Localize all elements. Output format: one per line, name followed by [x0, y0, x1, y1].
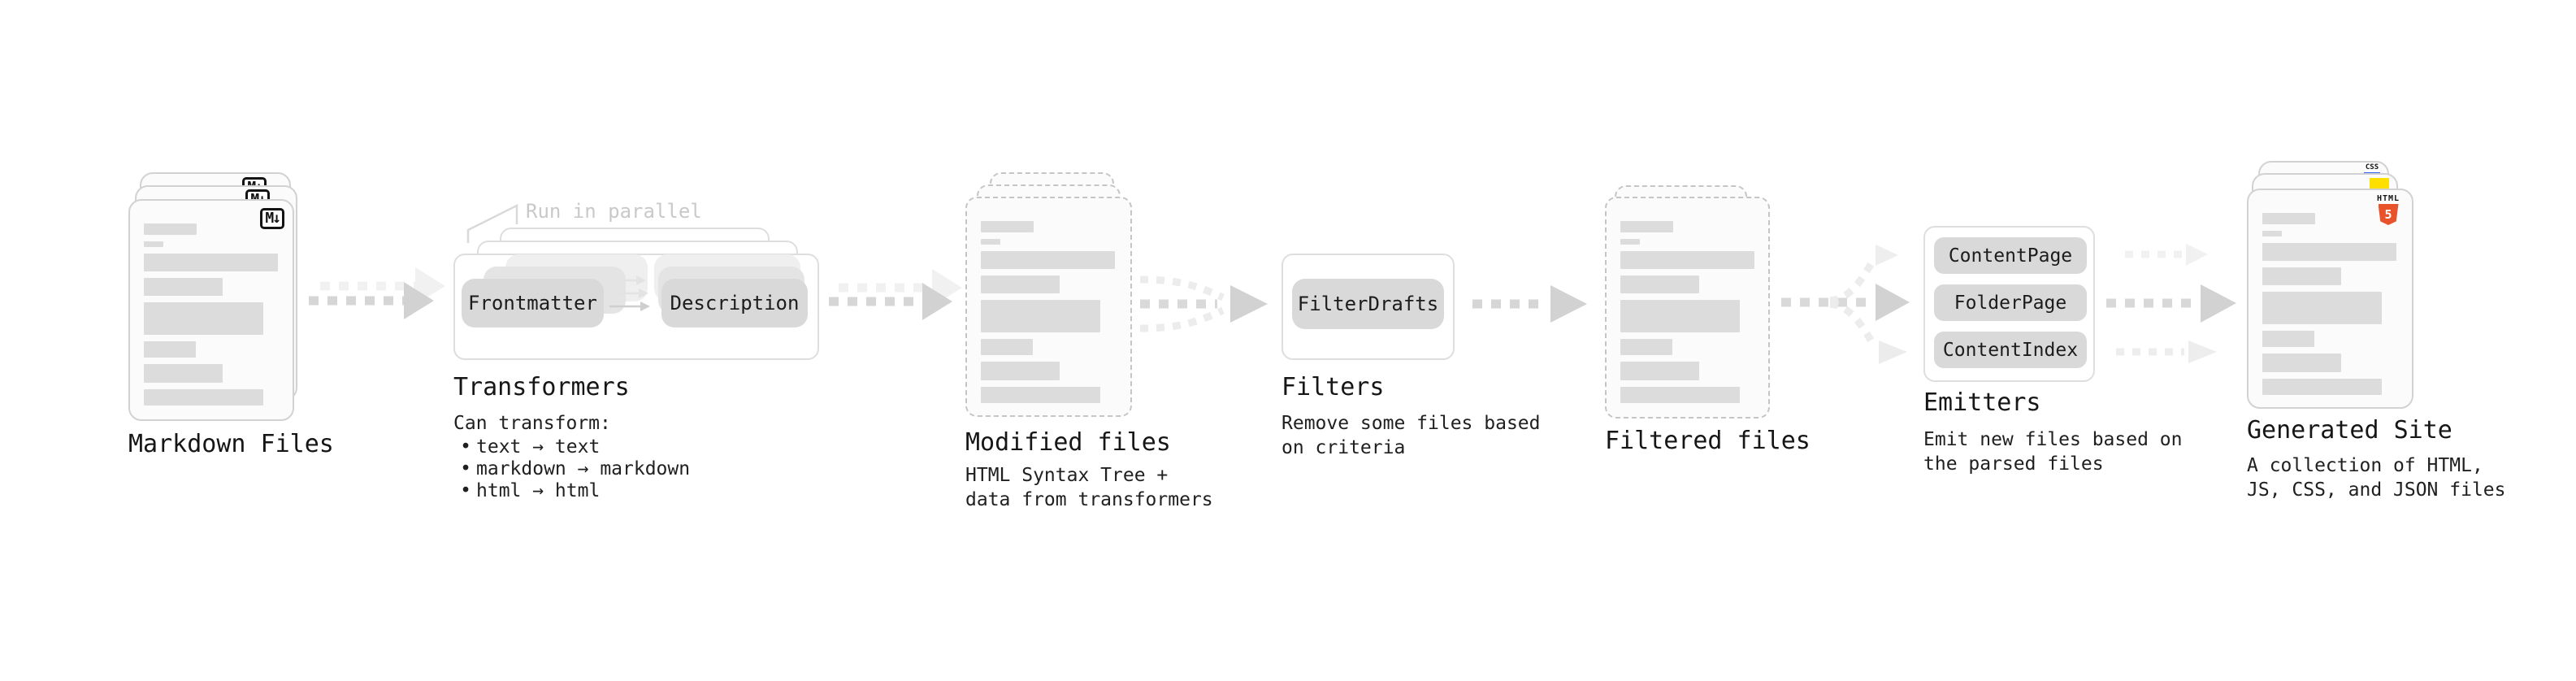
placeholder-bar — [981, 387, 1100, 403]
modified-files-subtitle: HTML Syntax Tree + data from transformer… — [965, 465, 1213, 510]
placeholder-bar — [144, 302, 263, 335]
emitters-title: Emitters — [1923, 388, 2041, 417]
document-text-placeholder — [967, 198, 1130, 403]
document-text-placeholder — [1607, 198, 1768, 403]
contentpage-node: ContentPage — [1934, 237, 2087, 274]
modified-files-title: Modified files — [965, 428, 1171, 457]
placeholder-bar — [2262, 354, 2341, 372]
placeholder-bar — [144, 278, 223, 296]
placeholder-bar — [981, 221, 1034, 232]
document-text-placeholder — [130, 201, 293, 406]
placeholder-bar — [144, 364, 223, 383]
list-item: •html → html — [455, 480, 690, 502]
placeholder-bar — [144, 223, 197, 235]
folderpage-node: FolderPage — [1934, 284, 2087, 321]
run-in-parallel-annotation: Run in parallel — [526, 200, 702, 223]
generated-file-card: HTML 5 — [2247, 189, 2413, 409]
list-item: •markdown → markdown — [455, 458, 690, 480]
placeholder-bar — [2262, 213, 2315, 224]
document-text-placeholder — [2249, 190, 2412, 395]
placeholder-bar — [2262, 292, 2382, 324]
arrow-emitters-to-generated — [2106, 244, 2236, 363]
placeholder-bar — [1620, 300, 1740, 332]
placeholder-bar — [981, 300, 1100, 332]
arrow-markdown-to-transformers — [309, 267, 445, 319]
placeholder-bar — [981, 339, 1033, 355]
placeholder-bar — [1620, 339, 1672, 355]
transformers-title: Transformers — [453, 373, 630, 401]
bullet-text: text → text — [476, 436, 601, 458]
placeholder-bar — [981, 239, 1000, 245]
placeholder-bar — [2262, 243, 2396, 261]
list-item: •text → text — [455, 436, 690, 458]
css-icon-label: CSS — [2365, 163, 2379, 171]
transformers-bullet-list: •text → text •markdown → markdown •html … — [455, 436, 690, 502]
placeholder-bar — [2262, 331, 2314, 347]
bullet-text: markdown → markdown — [476, 458, 691, 479]
bullet-dot: • — [460, 480, 471, 501]
markdown-files-title: Markdown Files — [128, 430, 334, 458]
filterdrafts-node: FilterDrafts — [1292, 279, 1444, 329]
bullet-text: html → html — [476, 480, 601, 501]
filtered-files-title: Filtered files — [1605, 427, 1811, 455]
arrow-transformers-to-modified — [829, 269, 962, 320]
placeholder-bar — [144, 254, 278, 271]
placeholder-bar — [981, 275, 1060, 293]
javascript-icon — [2370, 178, 2389, 189]
markdown-icon: M↓ — [260, 208, 284, 229]
arrow-filters-to-filtered — [1472, 285, 1587, 323]
emitters-subtitle: Emit new files based on the parsed files — [1923, 429, 2183, 475]
placeholder-bar — [2262, 267, 2341, 285]
generated-site-title: Generated Site — [2247, 416, 2452, 445]
placeholder-bar — [1620, 221, 1673, 232]
bullet-dot: • — [460, 458, 471, 479]
arrow-modified-to-filters — [1139, 275, 1268, 332]
placeholder-bar — [1620, 239, 1640, 245]
placeholder-bar — [1620, 251, 1754, 269]
placeholder-bar — [981, 251, 1115, 269]
placeholder-bar — [1620, 275, 1699, 293]
contentindex-node: ContentIndex — [1934, 332, 2087, 368]
placeholder-bar — [1620, 362, 1699, 380]
html5-icon: HTML 5 — [2370, 194, 2407, 225]
placeholder-bar — [981, 362, 1060, 380]
markdown-file-card: M↓ — [128, 199, 294, 421]
placeholder-bar — [2262, 231, 2282, 236]
placeholder-bar — [2262, 379, 2382, 395]
description-node: Description — [661, 279, 808, 327]
filtered-file-card — [1605, 197, 1770, 419]
transformers-heading: Can transform: — [453, 413, 611, 434]
bullet-dot: • — [460, 436, 471, 458]
html5-icon-shield: 5 — [2378, 204, 2399, 225]
arrow-filtered-to-emitters — [1781, 245, 1910, 364]
placeholder-bar — [1620, 387, 1740, 403]
placeholder-bar — [144, 389, 263, 406]
html5-icon-label: HTML — [2376, 194, 2400, 203]
frontmatter-node: Frontmatter — [462, 279, 604, 327]
filters-subtitle: Remove some files based on criteria — [1281, 413, 1541, 458]
placeholder-bar — [144, 241, 163, 247]
generated-site-subtitle: A collection of HTML, JS, CSS, and JSON … — [2247, 455, 2506, 501]
placeholder-bar — [144, 341, 196, 358]
modified-file-card — [965, 197, 1132, 417]
filters-title: Filters — [1281, 373, 1385, 401]
